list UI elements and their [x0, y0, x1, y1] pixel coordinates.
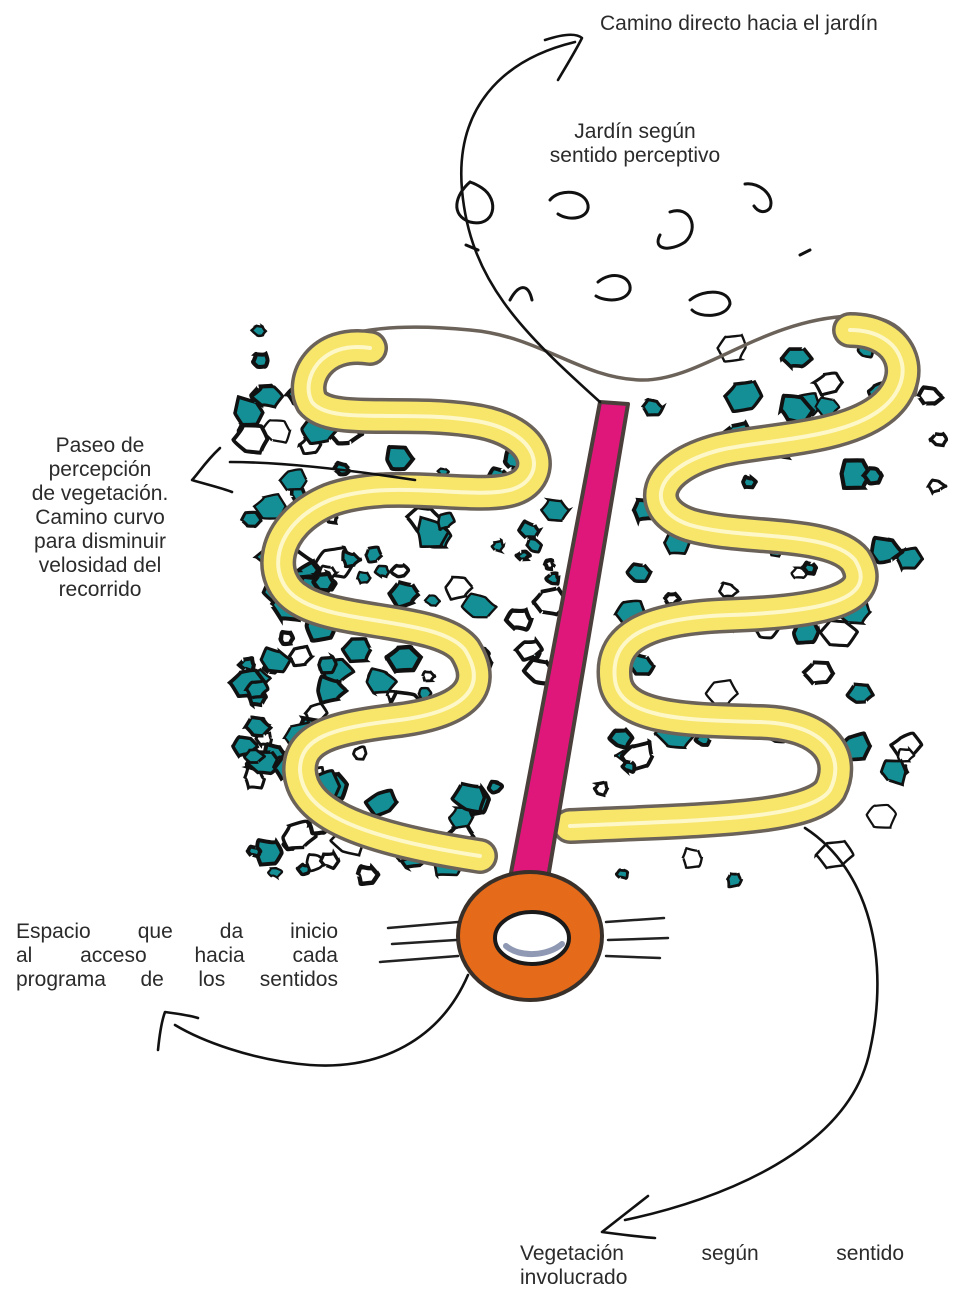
- vegetation-blob: [803, 662, 833, 684]
- vegetation-blob: [387, 447, 413, 469]
- garden-line-1: Jardín según: [500, 120, 770, 144]
- vegetation-blob: [930, 434, 946, 446]
- vegetation-blob: [643, 399, 664, 415]
- vegetation-blob: [389, 582, 419, 607]
- vegetation-line-1: Vegetación según sentido: [520, 1242, 904, 1266]
- vegetation-arrowhead: [602, 1196, 655, 1238]
- vegetation-blob: [357, 572, 370, 583]
- vegetation-blob: [594, 782, 607, 796]
- vegetation-blob: [803, 563, 816, 574]
- vegetation-blob: [881, 761, 905, 785]
- vegetation-blob: [261, 648, 291, 672]
- vegetation-blob: [506, 610, 531, 629]
- vegetation-blob: [516, 551, 530, 560]
- label-direct-path: Camino directo hacia el jardín: [600, 12, 955, 36]
- vegetation-blob: [609, 730, 632, 748]
- vegetation-blob: [814, 373, 842, 395]
- vegetation-blob: [367, 669, 397, 693]
- vegetation-blob: [248, 847, 261, 857]
- vegetation-blob: [280, 469, 307, 490]
- start-arrowhead: [158, 1012, 198, 1050]
- vegetation-blob: [241, 512, 261, 526]
- garden-line-2: sentido perceptivo: [500, 144, 770, 168]
- vegetation-blob: [864, 468, 882, 483]
- vegetation-blob: [847, 684, 873, 702]
- vegetation-blob: [289, 647, 312, 666]
- vegetation-blob: [319, 657, 336, 673]
- vegetation-blob: [918, 387, 943, 404]
- direct-path-arrowhead: [545, 35, 582, 80]
- vegetation-blob: [519, 521, 540, 538]
- vegetation-blob: [342, 639, 370, 662]
- vegetation-blob: [867, 805, 896, 828]
- start-line-2: al acceso hacia cada: [16, 944, 338, 968]
- walk-line-2: percepción: [0, 458, 200, 482]
- vegetation-blob: [366, 790, 397, 815]
- vegetation-blob: [546, 573, 558, 584]
- vegetation-line-2: involucrado: [520, 1266, 904, 1290]
- vegetation-blob: [725, 381, 762, 412]
- vegetation-blob: [358, 866, 378, 883]
- vegetation-blob: [541, 500, 569, 521]
- vegetation-blob: [423, 672, 435, 682]
- vegetation-blob: [622, 761, 634, 772]
- vegetation-blob: [781, 348, 812, 367]
- walk-line-7: recorrido: [0, 578, 200, 602]
- garden-doodles: [457, 182, 810, 315]
- label-garden: Jardín según sentido perceptivo: [500, 120, 770, 168]
- vegetation-blob: [253, 354, 268, 367]
- vegetation-blob: [354, 747, 367, 759]
- vegetation-blob: [820, 621, 857, 646]
- start-line-3: programa de los sentidos: [16, 968, 338, 992]
- vegetation-blob: [438, 513, 454, 530]
- vegetation-blob: [706, 680, 738, 703]
- start-line-1: Espacio que da inicio: [16, 920, 338, 944]
- vegetation-blob: [616, 870, 627, 879]
- vegetation-blob: [527, 539, 542, 553]
- vegetation-blob: [462, 594, 497, 618]
- vegetation-blob: [424, 595, 440, 605]
- vegetation-blob: [489, 782, 502, 793]
- walk-line-4: Camino curvo: [0, 506, 200, 530]
- vegetation-blob: [321, 853, 339, 869]
- label-start-space: Espacio que da inicio al acceso hacia ca…: [16, 920, 338, 992]
- vegetation-blob: [545, 560, 554, 569]
- vegetation-blob: [343, 551, 361, 567]
- vegetation-blob: [391, 565, 408, 576]
- vegetation-blob: [446, 577, 473, 599]
- label-vegetation: Vegetación según sentido involucrado: [520, 1242, 904, 1290]
- vegetation-blob: [719, 583, 738, 597]
- vegetation-blob: [246, 717, 272, 735]
- vegetation-blob: [387, 647, 421, 671]
- walk-line-3: de vegetación.: [0, 482, 200, 506]
- vegetation-blob: [268, 868, 282, 877]
- vegetation-blob: [492, 540, 504, 551]
- walk-line-6: velosidad del: [0, 554, 200, 578]
- direct-path-text: Camino directo hacia el jardín: [600, 12, 955, 36]
- start-node: [380, 872, 668, 1000]
- walk-line-1: Paseo de: [0, 434, 200, 458]
- vegetation-blob: [313, 573, 333, 590]
- vegetation-blob: [683, 848, 702, 868]
- vegetation-blob: [627, 564, 650, 581]
- label-walk: Paseo de percepción de vegetación. Camin…: [0, 434, 200, 602]
- vegetation-blob: [928, 480, 946, 493]
- vegetation-blob: [375, 566, 389, 577]
- vegetation-blob: [252, 326, 267, 336]
- vegetation-blob: [743, 477, 756, 488]
- vegetation-blob: [281, 632, 293, 644]
- walk-line-5: para disminuir: [0, 530, 200, 554]
- vegetation-arrow: [625, 828, 877, 1220]
- vegetation-blob: [728, 873, 742, 887]
- vegetation-blob: [366, 547, 382, 562]
